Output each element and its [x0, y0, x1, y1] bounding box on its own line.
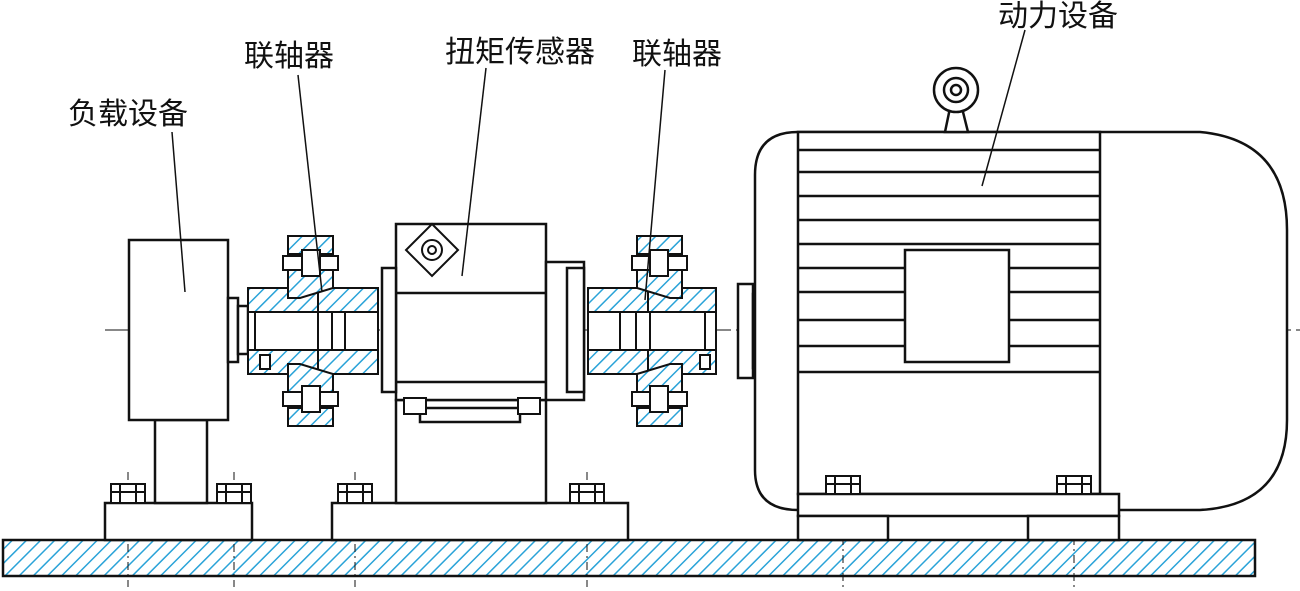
- label-coupling-left: 联轴器: [244, 39, 334, 74]
- leader-lines: [171, 29, 1026, 301]
- power-device: [736, 130, 1289, 542]
- label-power-device: 动力设备: [998, 0, 1118, 34]
- lifting-eye-icon: [932, 66, 980, 134]
- coupling-left: [247, 235, 379, 427]
- label-load-device: 负载设备: [68, 97, 188, 132]
- load-base-bolts: [110, 483, 252, 504]
- torque-sensor: [330, 222, 630, 542]
- coupling-right: [587, 235, 717, 427]
- motor-base-bolts: [825, 475, 1092, 495]
- sensor-bolts: [337, 397, 605, 504]
- label-torque-sensor: 扭矩传感器: [445, 35, 595, 70]
- label-coupling-right: 联轴器: [632, 37, 722, 72]
- sensor-indicator-icon: [404, 222, 460, 278]
- base-plate: [1, 538, 1257, 578]
